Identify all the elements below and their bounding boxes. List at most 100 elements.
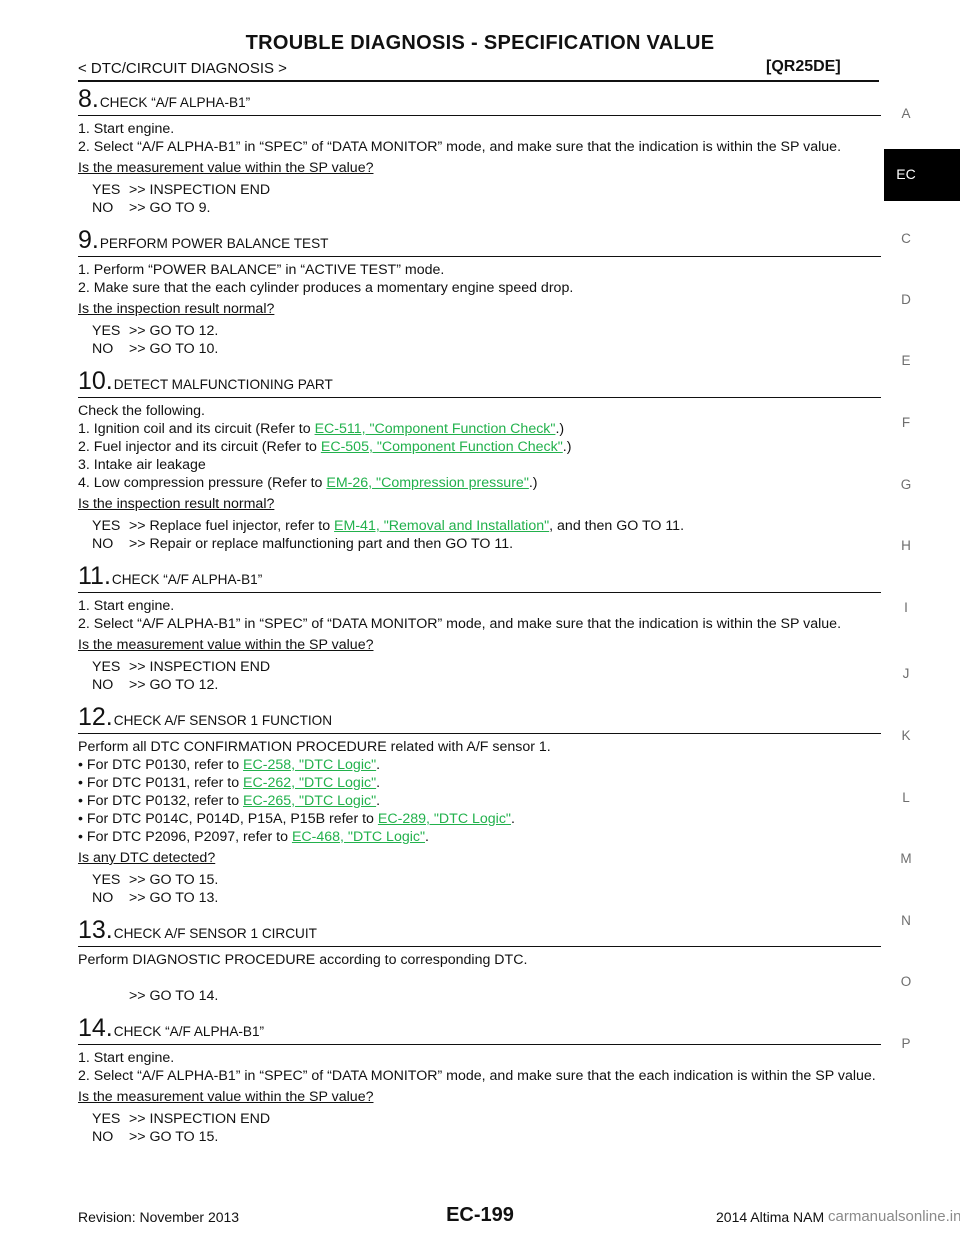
step-header: 10. DETECT MALFUNCTIONING PART xyxy=(78,366,881,398)
answer-key: NO xyxy=(92,200,114,216)
answer-key: YES xyxy=(92,659,121,675)
line-text: 2. Fuel injector and its circuit (Refer … xyxy=(78,439,321,455)
footer-model: 2014 Altima NAM xyxy=(716,1209,825,1225)
answer-yes: YES>> INSPECTION END xyxy=(78,181,881,199)
step-title: DETECT MALFUNCTIONING PART xyxy=(113,377,333,392)
answer-key: YES xyxy=(92,518,121,534)
step-number: 14. xyxy=(78,1014,113,1042)
step-question: Is the inspection result normal? xyxy=(78,301,275,317)
index-tab-l[interactable]: L xyxy=(902,790,910,805)
instruction-line: 1. Start engine. xyxy=(78,1050,175,1066)
step-header: 12. CHECK A/F SENSOR 1 FUNCTION xyxy=(78,702,881,734)
answer-key: YES xyxy=(92,1111,121,1127)
answer-yes: YES >> INSPECTION END xyxy=(78,658,881,676)
reference-link[interactable]: EC-265, "DTC Logic" xyxy=(243,793,377,809)
reference-link[interactable]: EM-26, "Compression pressure" xyxy=(326,475,529,491)
index-tab-h[interactable]: H xyxy=(901,538,911,553)
step-number: 9. xyxy=(78,226,99,254)
answer-key: NO xyxy=(92,341,114,357)
index-tab-j[interactable]: J xyxy=(902,666,910,681)
reference-link[interactable]: EC-258, "DTC Logic" xyxy=(243,757,377,773)
answer-key: NO xyxy=(92,1129,114,1145)
line-text: • For DTC P0132, refer to xyxy=(78,793,244,809)
index-tab-i[interactable]: I xyxy=(904,600,908,615)
answer-no: NO>> GO TO 13. xyxy=(78,889,881,907)
index-tab-f[interactable]: F xyxy=(901,415,911,430)
step-header: 11. CHECK “A/F ALPHA-B1” xyxy=(78,561,881,593)
step-question: Is any DTC detected? xyxy=(78,850,216,866)
spacer xyxy=(78,969,881,987)
index-tab-d[interactable]: D xyxy=(901,292,911,307)
index-tab-e[interactable]: E xyxy=(901,353,911,368)
reference-link[interactable]: EC-511, "Component Function Check" xyxy=(314,421,556,437)
instruction-intro: Perform all DTC CONFIRMATION PROCEDURE r… xyxy=(78,739,551,755)
line-text: 4. Low compression pressure (Refer to xyxy=(78,475,327,491)
answer-text: >> Replace fuel injector, refer to xyxy=(129,518,335,534)
list-item: • For DTC P0130, refer to EC-258, "DTC L… xyxy=(78,756,881,774)
engine-code: [QR25DE] xyxy=(766,58,841,75)
answer-key: NO xyxy=(92,890,114,906)
answer-text: >> GO TO 15. xyxy=(129,872,219,888)
section-breadcrumb: < DTC/CIRCUIT DIAGNOSIS > xyxy=(78,60,287,77)
step-header: 13. CHECK A/F SENSOR 1 CIRCUIT xyxy=(78,915,881,947)
answer-key: YES xyxy=(92,872,121,888)
reference-link[interactable]: EC-505, "Component Function Check" xyxy=(320,439,563,455)
index-tab-k[interactable]: K xyxy=(901,728,911,743)
line-text: • For DTC P2096, P2097, refer to xyxy=(78,829,292,845)
reference-link[interactable]: EC-468, "DTC Logic" xyxy=(291,829,426,845)
answer-key: YES xyxy=(92,323,121,339)
line-text: . xyxy=(376,793,381,809)
line-text: .) xyxy=(562,439,572,455)
line-text: . xyxy=(510,811,515,827)
line-text: . xyxy=(376,775,381,791)
step-number: 12. xyxy=(78,703,113,731)
index-tab-p[interactable]: P xyxy=(901,1036,911,1051)
instruction-line: 3. Intake air leakage xyxy=(78,457,206,473)
step-header: 9. PERFORM POWER BALANCE TEST xyxy=(78,225,881,257)
answer-no: NO>> GO TO 9. xyxy=(78,199,881,217)
answer-yes: YES>> INSPECTION END xyxy=(78,1110,881,1128)
instruction-line: 2. Select “A/F ALPHA-B1” in “SPEC” of “D… xyxy=(78,139,842,155)
index-tab-g[interactable]: G xyxy=(900,477,912,492)
reference-link[interactable]: EC-289, "DTC Logic" xyxy=(377,811,511,827)
step-13: 13. CHECK A/F SENSOR 1 CIRCUIT Perform D… xyxy=(78,915,881,1005)
answer-key: YES xyxy=(92,182,121,198)
step-header: 14. CHECK “A/F ALPHA-B1” xyxy=(78,1013,881,1045)
answer-text: , and then GO TO 11. xyxy=(549,518,685,534)
line-text: • For DTC P014C, P014D, P15A, P15B refer… xyxy=(78,811,378,827)
step-title: PERFORM POWER BALANCE TEST xyxy=(99,236,329,251)
index-tab-m[interactable]: M xyxy=(900,851,912,866)
instruction-intro: Check the following. xyxy=(78,403,205,419)
step-header: 8. CHECK “A/F ALPHA-B1” xyxy=(78,84,881,116)
line-text: • For DTC P0130, refer to xyxy=(78,757,244,773)
step-9: 9. PERFORM POWER BALANCE TEST 1. Perform… xyxy=(78,225,881,358)
answer-no: NO>> GO TO 12. xyxy=(78,676,881,694)
answer-next: >> GO TO 14. xyxy=(78,987,881,1005)
answer-yes: YES >> Replace fuel injector, refer to EM… xyxy=(78,517,881,535)
list-item: • For DTC P0131, refer to EC-262, "DTC L… xyxy=(78,774,881,792)
index-tab-c[interactable]: C xyxy=(901,231,911,246)
watermark: carmanualsonline.info xyxy=(828,1208,960,1225)
step-12: 12. CHECK A/F SENSOR 1 FUNCTION Perform … xyxy=(78,702,881,907)
instruction-line: 2. Select “A/F ALPHA-B1” in “SPEC” of “D… xyxy=(78,1068,876,1084)
step-number: 10. xyxy=(78,367,113,395)
step-14: 14. CHECK “A/F ALPHA-B1” 1. Start engine… xyxy=(78,1013,881,1146)
line-text: .) xyxy=(528,475,538,491)
step-11: 11. CHECK “A/F ALPHA-B1” 1. Start engine… xyxy=(78,561,881,694)
answer-key: NO xyxy=(92,677,114,693)
index-tab-a[interactable]: A xyxy=(901,106,911,121)
reference-link[interactable]: EM-41, "Removal and Installation" xyxy=(334,518,550,534)
reference-link[interactable]: EC-262, "DTC Logic" xyxy=(243,775,377,791)
answer-text: >> GO TO 15. xyxy=(129,1129,219,1145)
answer-yes: YES >> GO TO 15. xyxy=(78,871,881,889)
instruction-line: 2. Fuel injector and its circuit (Refer … xyxy=(78,438,881,456)
index-tab-ec-active[interactable]: EC xyxy=(884,149,960,201)
index-tab-o[interactable]: O xyxy=(900,974,912,989)
index-tab-n[interactable]: N xyxy=(901,913,911,928)
answer-text: >> GO TO 10. xyxy=(129,341,219,357)
line-text: . xyxy=(425,829,429,845)
step-number: 13. xyxy=(78,916,113,944)
footer-revision: Revision: November 2013 xyxy=(78,1209,240,1225)
answer-text: >> INSPECTION END xyxy=(129,659,271,675)
answer-no: NO>> Repair or replace malfunctioning pa… xyxy=(78,535,881,553)
